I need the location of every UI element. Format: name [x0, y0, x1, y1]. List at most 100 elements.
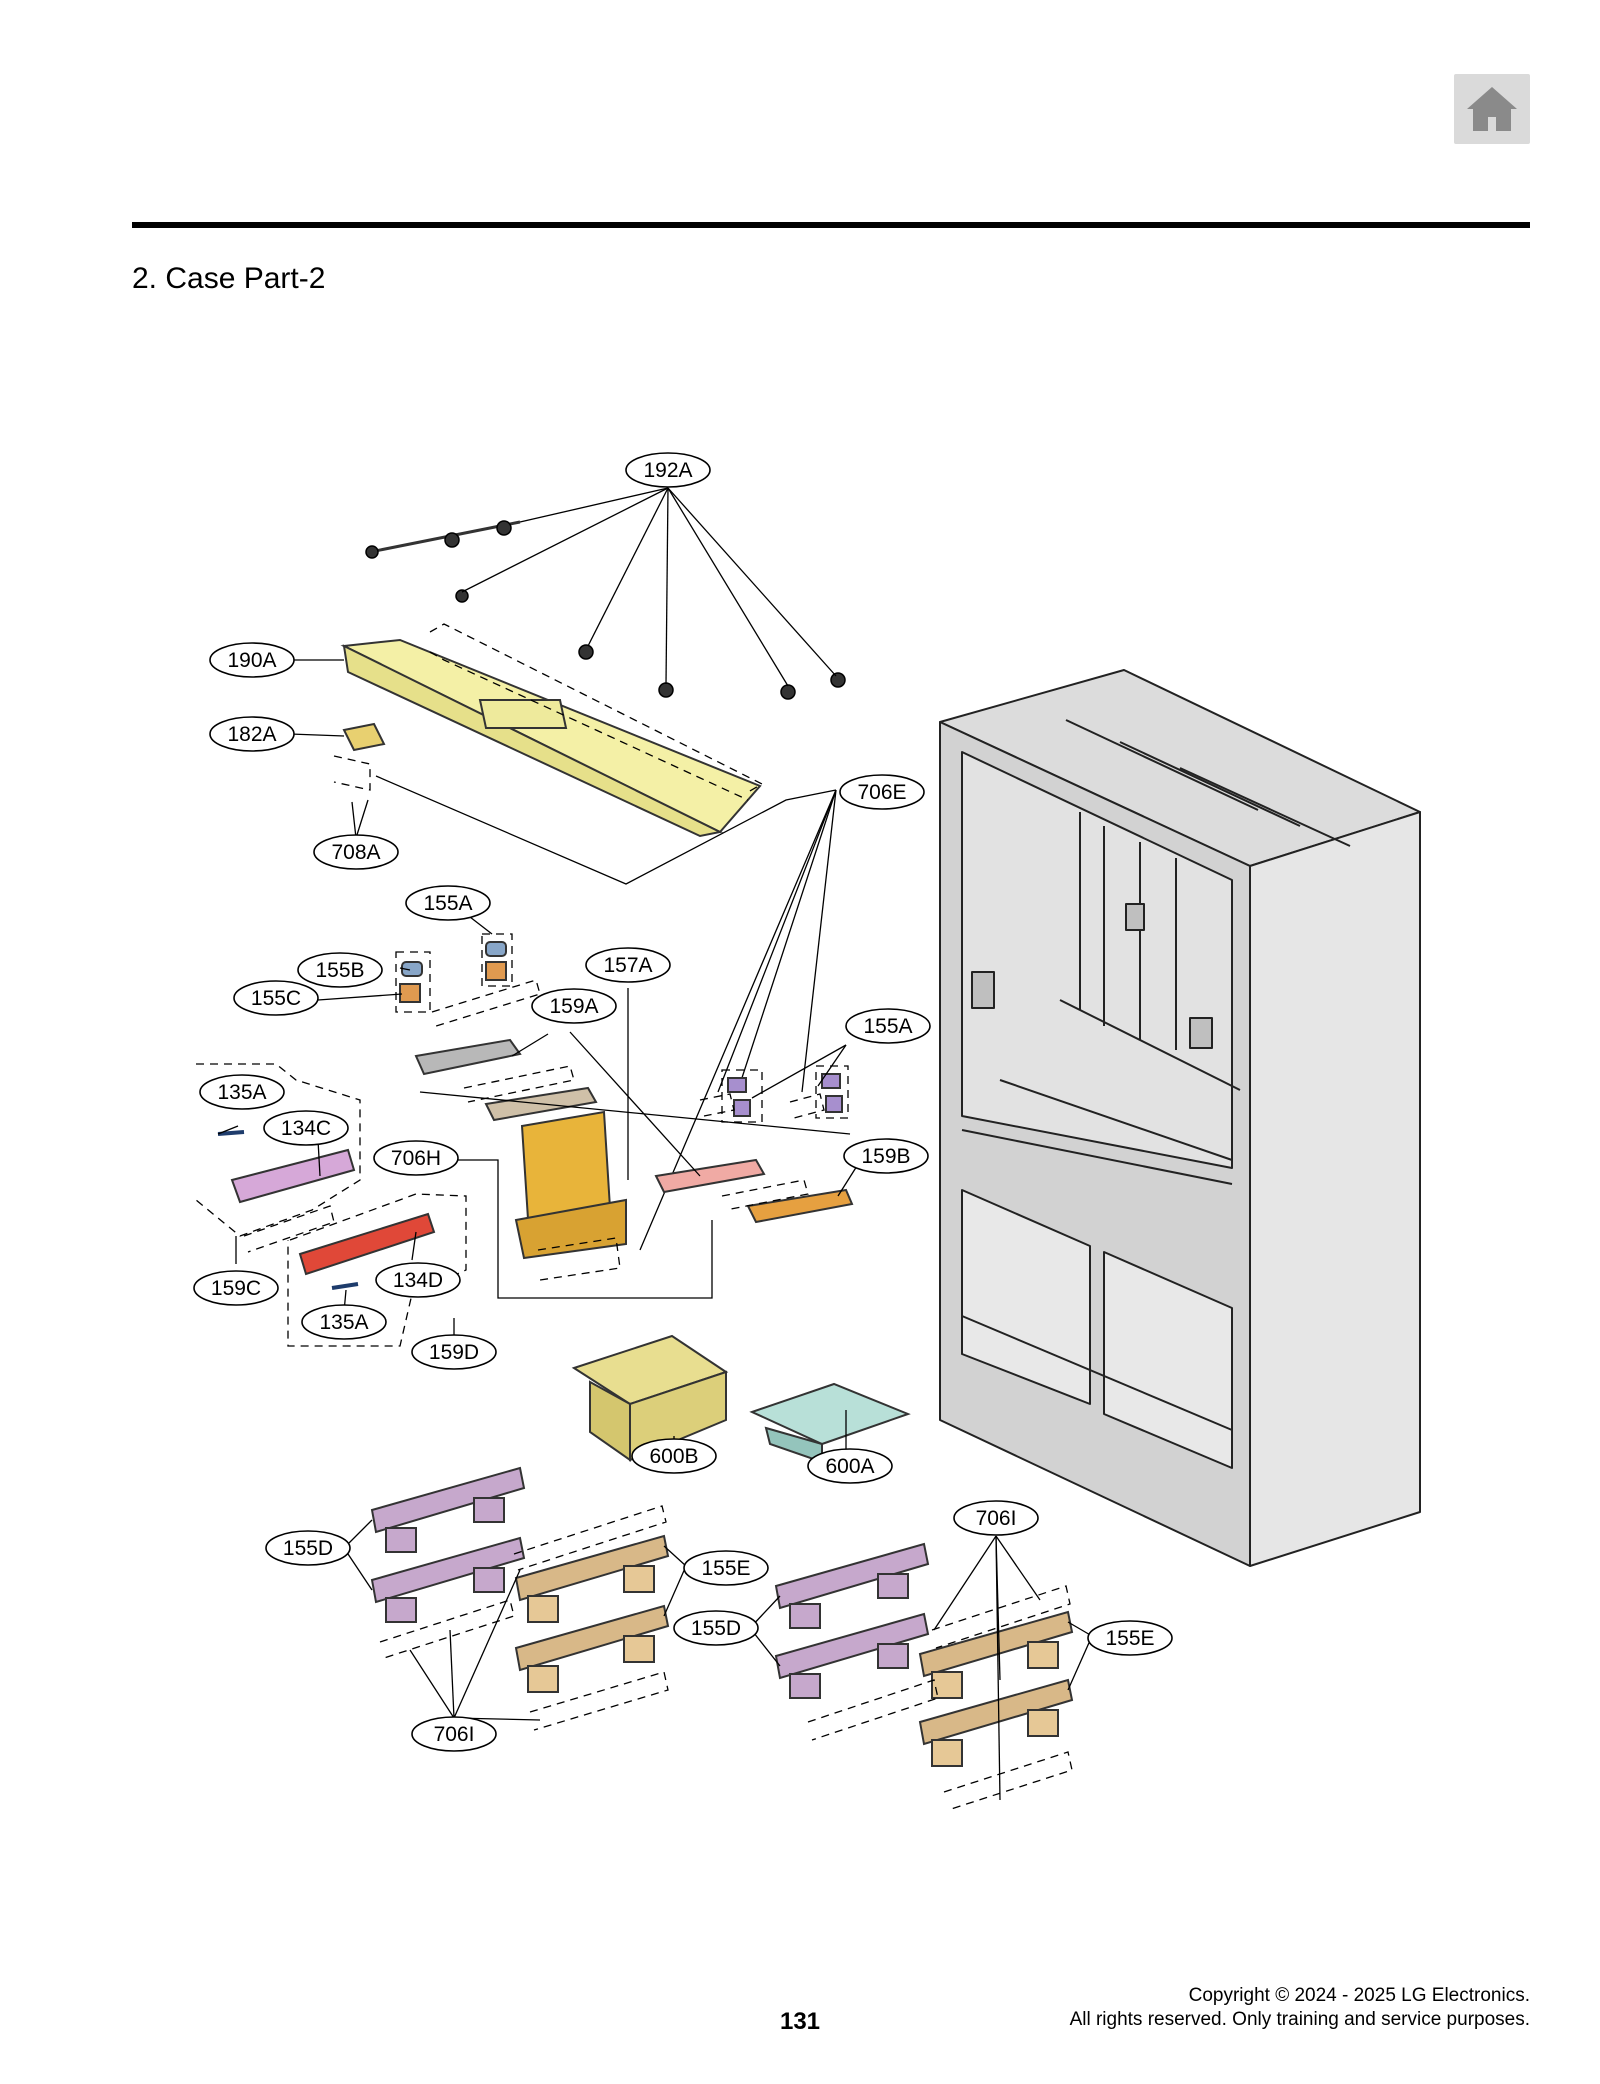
callout-134d: 134D — [375, 1262, 461, 1298]
dashed-group-190A — [333, 623, 764, 801]
callout-ellipse — [233, 980, 319, 1016]
page-number: 131 — [779, 2008, 821, 2035]
callout-ellipse — [375, 1262, 461, 1298]
callout-text: 159B — [861, 1145, 910, 1168]
callout-155b: 155B — [297, 952, 383, 988]
callout-labels: 192A 190A 182A 708A 706E 155A 155B 155C 157A 159A… — [193, 452, 1173, 1752]
callout-ellipse — [297, 952, 383, 988]
callout-155e: 155E — [683, 1550, 769, 1586]
callout-text: 182A — [227, 723, 276, 746]
home-button[interactable] — [1454, 74, 1530, 144]
callout-text: 135A — [319, 1311, 368, 1334]
callout-text: 706H — [391, 1147, 441, 1170]
callout-ellipse — [625, 452, 711, 488]
callout-190a: 190A — [209, 642, 295, 678]
callout-ellipse — [843, 1138, 929, 1174]
callout-text: 706E — [857, 781, 906, 804]
callout-ellipse — [193, 1270, 279, 1306]
callout-706h: 706H — [373, 1140, 459, 1176]
callout-ellipse — [209, 642, 295, 678]
callout-157a: 157A — [585, 947, 671, 983]
callout-text: 159D — [429, 1341, 479, 1364]
bracket-182A — [342, 722, 386, 752]
cabinet-case — [939, 669, 1421, 1567]
rail-159B — [654, 1158, 854, 1224]
callout-155e: 155E — [1087, 1620, 1173, 1656]
leader-lines-192A — [461, 487, 837, 687]
callout-708a: 708A — [313, 834, 399, 870]
cabinet-inner-upper — [961, 751, 1233, 1169]
callout-text: 159C — [211, 1277, 261, 1300]
callout-ellipse — [953, 1500, 1039, 1536]
callout-ellipse — [265, 1530, 351, 1566]
callout-text: 155B — [315, 959, 364, 982]
callout-text: 155D — [283, 1537, 333, 1560]
callout-ellipse — [807, 1448, 893, 1484]
callout-706i: 706I — [411, 1716, 497, 1752]
callout-159c: 159C — [193, 1270, 279, 1306]
section-title: 2. Case Part-2 — [132, 262, 326, 295]
callout-155d: 155D — [265, 1530, 351, 1566]
callout-159a: 159A — [531, 988, 617, 1024]
callout-text: 192A — [643, 459, 692, 482]
cabinet-inner-lower-right — [1103, 1251, 1233, 1469]
copyright-line-2: All rights reserved. Only training and s… — [1069, 2009, 1530, 2030]
callout-text: 155C — [251, 987, 301, 1010]
callout-text: 708A — [331, 841, 380, 864]
callout-159d: 159D — [411, 1334, 497, 1370]
callout-159b: 159B — [843, 1138, 929, 1174]
callout-ellipse — [411, 1334, 497, 1370]
callout-182a: 182A — [209, 716, 295, 752]
callout-135a: 135A — [199, 1074, 285, 1110]
callout-706e: 706E — [839, 774, 925, 810]
copyright-notice: Copyright © 2024 - 2025 LG Electronics. … — [1070, 1984, 1530, 2032]
callout-text: 157A — [603, 954, 652, 977]
home-icon — [1467, 87, 1517, 131]
callout-ellipse — [683, 1550, 769, 1586]
callout-text: 600A — [825, 1455, 874, 1478]
callout-600b: 600B — [631, 1438, 717, 1474]
callout-155a: 155A — [405, 885, 491, 921]
rails-155D-155E-left — [370, 1466, 670, 1693]
callout-ellipse — [673, 1610, 759, 1646]
callout-text: 155A — [423, 892, 472, 915]
cabinet-inner-lower-left — [961, 1189, 1091, 1405]
callout-text: 706I — [434, 1723, 475, 1746]
callout-text: 135A — [217, 1081, 266, 1104]
callout-text: 155A — [863, 1015, 912, 1038]
leader-lines-190A-group — [289, 659, 837, 1251]
callout-ellipse — [313, 834, 399, 870]
callout-600a: 600A — [807, 1448, 893, 1484]
rail-159C — [217, 1130, 356, 1204]
callout-ellipse — [839, 774, 925, 810]
part-600B — [571, 1334, 729, 1462]
header-rule — [132, 222, 1530, 228]
cabinet-right-face — [1249, 811, 1421, 1567]
callout-ellipse — [199, 1074, 285, 1110]
callout-ellipse — [411, 1716, 497, 1752]
callout-135a: 135A — [301, 1304, 387, 1340]
callout-text: 155E — [701, 1557, 750, 1580]
rail-159D — [298, 1212, 436, 1290]
callout-ellipse — [1087, 1620, 1173, 1656]
callout-ellipse — [209, 716, 295, 752]
callout-706i: 706I — [953, 1500, 1039, 1536]
callout-ellipse — [585, 947, 671, 983]
duct-157A — [514, 1110, 627, 1260]
callout-155a: 155A — [845, 1008, 931, 1044]
callout-text: 600B — [649, 1445, 698, 1468]
callout-text: 190A — [227, 649, 276, 672]
callout-text: 155E — [1105, 1627, 1154, 1650]
callout-ellipse — [373, 1140, 459, 1176]
rails-155D-155E-right — [774, 1542, 1074, 1767]
callout-ellipse — [531, 988, 617, 1024]
callout-text: 706I — [976, 1507, 1017, 1530]
callout-ellipse — [405, 885, 491, 921]
callout-134c: 134C — [263, 1110, 349, 1146]
part-190A-top-cover — [340, 638, 762, 838]
copyright-line-1: Copyright © 2024 - 2025 LG Electronics. — [1188, 1985, 1530, 2006]
callout-ellipse — [845, 1008, 931, 1044]
callout-155c: 155C — [233, 980, 319, 1016]
callout-155d: 155D — [673, 1610, 759, 1646]
